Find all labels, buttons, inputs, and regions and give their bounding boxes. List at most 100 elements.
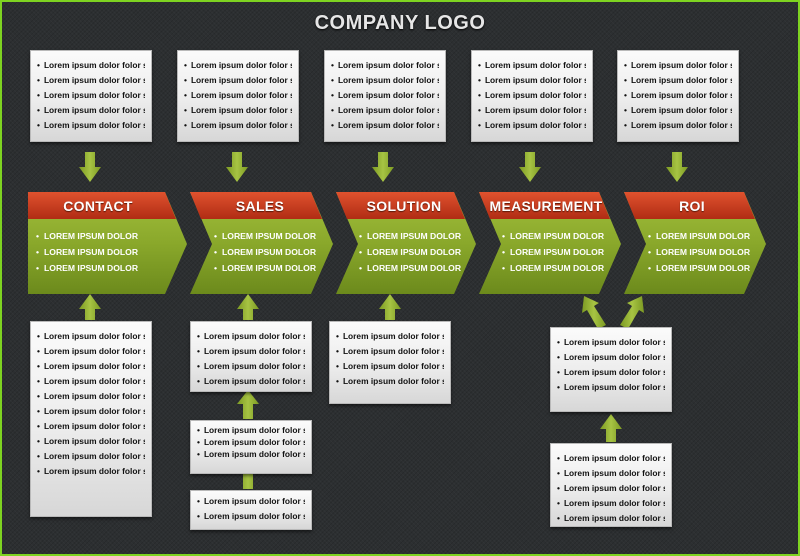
list-item: Lorem ipsum dolor folor sit: [197, 424, 305, 436]
list-item: Lorem ipsum dolor folor sit: [557, 380, 665, 395]
list-item: Lorem ipsum dolor folor sit: [336, 374, 444, 389]
top-box-roi: Lorem ipsum dolor folor sit Lorem ipsum …: [617, 50, 739, 142]
stage-label-roi: ROI: [679, 198, 705, 214]
list-item: Lorem ipsum dolor folor sit: [624, 58, 732, 73]
list-item: Lorem ipsum dolor folor sit: [336, 329, 444, 344]
list-item: Lorem ipsum dolor folor sit: [37, 404, 145, 419]
stage-items-contact: LOREM IPSUM DOLOR LOREM IPSUM DOLOR LORE…: [36, 228, 138, 276]
top-box-sales: Lorem ipsum dolor folor sit Lorem ipsum …: [177, 50, 299, 142]
stage-item: LOREM IPSUM DOLOR: [214, 260, 316, 276]
list-item: Lorem ipsum dolor folor sit: [331, 73, 439, 88]
stage-item: LOREM IPSUM DOLOR: [648, 228, 750, 244]
up-arrow-contact: [79, 294, 101, 320]
bottom-box-measurement-1: Lorem ipsum dolor folor sit Lorem ipsum …: [550, 327, 672, 412]
list-item: Lorem ipsum dolor folor sit: [557, 350, 665, 365]
stage-item: LOREM IPSUM DOLOR: [359, 244, 461, 260]
list-item: Lorem ipsum dolor folor sit: [37, 329, 145, 344]
list-item: Lorem ipsum dolor folor sit: [478, 88, 586, 103]
list-item: Lorem ipsum dolor folor sit: [37, 118, 145, 133]
stage-item: LOREM IPSUM DOLOR: [214, 244, 316, 260]
list-item: Lorem ipsum dolor folor sit: [37, 73, 145, 88]
list-item: Lorem ipsum dolor folor sit: [37, 434, 145, 449]
stage-items-solution: LOREM IPSUM DOLOR LOREM IPSUM DOLOR LORE…: [359, 228, 461, 276]
list-item: Lorem ipsum dolor folor sit: [336, 359, 444, 374]
stage-label-solution: SOLUTION: [366, 198, 442, 214]
stage-item: LOREM IPSUM DOLOR: [36, 228, 138, 244]
list-item: Lorem ipsum dolor folor sit: [37, 344, 145, 359]
list-item: Lorem ipsum dolor folor sit: [184, 118, 292, 133]
down-arrow-measurement: [519, 152, 541, 182]
list-item: Lorem ipsum dolor folor sit: [37, 359, 145, 374]
stage-items-measurement: LOREM IPSUM DOLOR LOREM IPSUM DOLOR LORE…: [502, 228, 604, 276]
stage-items-roi: LOREM IPSUM DOLOR LOREM IPSUM DOLOR LORE…: [648, 228, 750, 276]
list-item: Lorem ipsum dolor folor sit: [37, 464, 145, 479]
up-arrow-measurement-right: [620, 296, 644, 329]
top-box-solution: Lorem ipsum dolor folor sit Lorem ipsum …: [324, 50, 446, 142]
list-item: Lorem ipsum dolor folor sit: [197, 329, 305, 344]
list-item: Lorem ipsum dolor folor sit: [197, 374, 305, 389]
stage-item: LOREM IPSUM DOLOR: [502, 244, 604, 260]
stage-label-measurement: MEASUREMENT: [489, 198, 603, 214]
list-item: Lorem ipsum dolor folor sit: [184, 103, 292, 118]
list-item: Lorem ipsum dolor folor sit: [197, 494, 305, 509]
list-item: Lorem ipsum dolor folor sit: [557, 466, 665, 481]
list-item: Lorem ipsum dolor folor sit: [557, 481, 665, 496]
list-item: Lorem ipsum dolor folor sit: [557, 335, 665, 350]
list-item: Lorem ipsum dolor folor sit: [37, 419, 145, 434]
stage-item: LOREM IPSUM DOLOR: [36, 244, 138, 260]
list-item: Lorem ipsum dolor folor sit: [557, 451, 665, 466]
down-arrow-sales: [226, 152, 248, 182]
list-item: Lorem ipsum dolor folor sit: [37, 449, 145, 464]
list-item: Lorem ipsum dolor folor sit: [331, 103, 439, 118]
up-arrow-measurement-left: [582, 296, 606, 329]
stage-label-sales: SALES: [235, 198, 285, 214]
list-item: Lorem ipsum dolor folor sit: [478, 73, 586, 88]
bottom-box-sales-2: Lorem ipsum dolor folor sit Lorem ipsum …: [190, 420, 312, 474]
bottom-box-contact: Lorem ipsum dolor folor sit Lorem ipsum …: [30, 321, 152, 517]
list-item: Lorem ipsum dolor folor sit: [336, 344, 444, 359]
list-item: Lorem ipsum dolor folor sit: [557, 511, 665, 526]
list-item: Lorem ipsum dolor folor sit: [557, 365, 665, 380]
list-item: Lorem ipsum dolor folor sit: [184, 73, 292, 88]
bottom-box-solution: Lorem ipsum dolor folor sit Lorem ipsum …: [329, 321, 451, 404]
list-item: Lorem ipsum dolor folor sit: [197, 359, 305, 374]
list-item: Lorem ipsum dolor folor sit: [478, 118, 586, 133]
list-item: Lorem ipsum dolor folor sit: [331, 88, 439, 103]
list-item: Lorem ipsum dolor folor sit: [37, 88, 145, 103]
stage-item: LOREM IPSUM DOLOR: [36, 260, 138, 276]
list-item: Lorem ipsum dolor folor sit: [197, 509, 305, 524]
list-item: Lorem ipsum dolor folor sit: [37, 58, 145, 73]
list-item: Lorem ipsum dolor folor sit: [478, 103, 586, 118]
list-item: Lorem ipsum dolor folor sit: [624, 103, 732, 118]
list-item: Lorem ipsum dolor folor sit: [197, 344, 305, 359]
down-arrow-contact: [79, 152, 101, 182]
list-item: Lorem ipsum dolor folor sit: [37, 103, 145, 118]
list-item: Lorem ipsum dolor folor sit: [624, 88, 732, 103]
stage-item: LOREM IPSUM DOLOR: [648, 244, 750, 260]
company-logo-title: COMPANY LOGO: [314, 12, 486, 34]
list-item: Lorem ipsum dolor folor sit: [331, 58, 439, 73]
up-arrow-measurement-lower: [600, 414, 622, 442]
stage-label-contact: CONTACT: [63, 198, 133, 214]
stage-items-sales: LOREM IPSUM DOLOR LOREM IPSUM DOLOR LORE…: [214, 228, 316, 276]
stage-item: LOREM IPSUM DOLOR: [502, 228, 604, 244]
stage-item: LOREM IPSUM DOLOR: [359, 228, 461, 244]
list-item: Lorem ipsum dolor folor sit: [624, 118, 732, 133]
list-item: Lorem ipsum dolor folor sita: [197, 448, 305, 460]
down-arrow-roi: [666, 152, 688, 182]
up-arrow-sales-1: [237, 294, 259, 320]
stage-item: LOREM IPSUM DOLOR: [214, 228, 316, 244]
list-item: Lorem ipsum dolor folor sit: [184, 88, 292, 103]
bottom-box-sales-3: Lorem ipsum dolor folor sit Lorem ipsum …: [190, 490, 312, 530]
bottom-box-sales-1: Lorem ipsum dolor folor sit Lorem ipsum …: [190, 321, 312, 392]
list-item: Lorem ipsum dolor folor sit: [37, 374, 145, 389]
stage-item: LOREM IPSUM DOLOR: [502, 260, 604, 276]
list-item: Lorem ipsum dolor folor sit: [184, 58, 292, 73]
bottom-box-measurement-2: Lorem ipsum dolor folor sit Lorem ipsum …: [550, 443, 672, 527]
list-item: Lorem ipsum dolor folor sit: [557, 496, 665, 511]
top-box-contact: Lorem ipsum dolor folor sit Lorem ipsum …: [30, 50, 152, 142]
stage-item: LOREM IPSUM DOLOR: [648, 260, 750, 276]
up-arrow-solution: [379, 294, 401, 320]
list-item: Lorem ipsum dolor folor sit: [197, 436, 305, 448]
